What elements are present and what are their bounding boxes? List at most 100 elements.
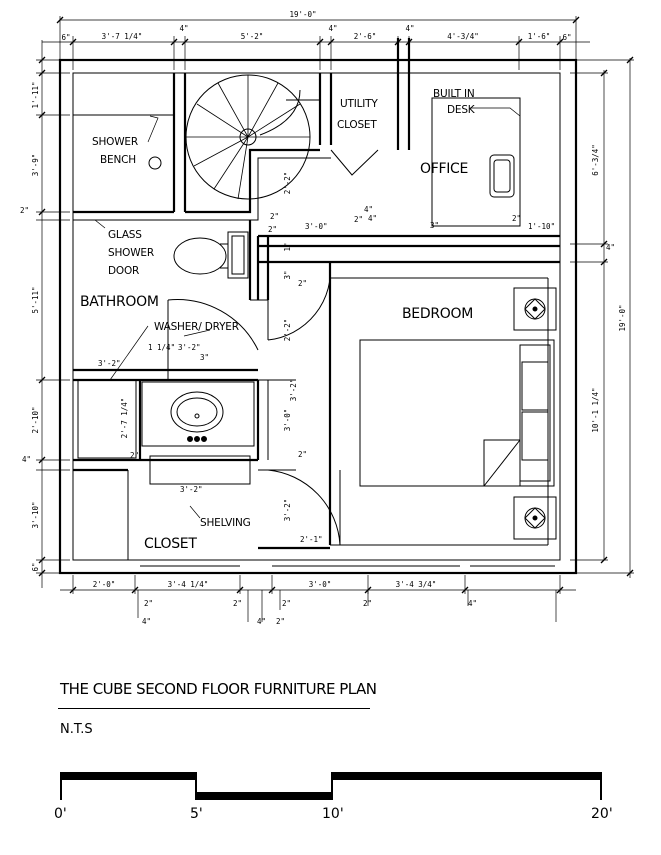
nightstand-top: [513, 287, 557, 331]
washer-dryer: [77, 379, 137, 459]
dim-bsmall-5: 2": [282, 599, 291, 608]
floor-plan-drawing: 19'-0" 6" 3'-7 1/4" 4" 5'-2" 4" 2'-6" 4"…: [20, 10, 634, 626]
dim-int-18: 2'-1": [300, 535, 323, 544]
scale-label-20: 20': [591, 806, 613, 822]
dim-right-2: 10'-1 1/4": [591, 387, 600, 432]
overall-height-dim: 19'-0": [618, 304, 627, 331]
built-in-desk: [431, 97, 521, 227]
scale-label-0: 0': [54, 806, 67, 822]
dim-bsmall-6: 2": [363, 599, 372, 608]
dim-int-14: 3": [200, 353, 209, 362]
dim-right-1: 4": [606, 243, 615, 252]
dim-bottom-0: 2'-0": [93, 580, 116, 589]
spiral-staircase: [185, 74, 320, 200]
dim-int-3: 4": [364, 205, 373, 214]
dim-int-20: 3'-2": [98, 359, 121, 368]
dim-top-7: 4'-3/4": [447, 32, 479, 41]
dim-bottom-3: 3'-4 3/4": [396, 580, 437, 589]
drawing-title: THE CUBE SECOND FLOOR FURNITURE PLAN: [60, 680, 377, 698]
dim-left-1: 3'-9": [31, 154, 40, 177]
dim-int-0: 2": [270, 212, 279, 221]
scale-bar: [60, 772, 602, 800]
glass-door-label-1: GLASS: [108, 229, 142, 241]
shower-drain-icon: [148, 156, 162, 170]
dim-left-3: 5'-11": [31, 286, 40, 313]
dim-top-0: 6": [61, 33, 70, 42]
dimension-labels: 19'-0" 6" 3'-7 1/4" 4" 5'-2" 4" 2'-6" 4"…: [20, 10, 627, 626]
dim-top-6: 4": [405, 24, 414, 33]
scale-bar-segment-1: [60, 772, 196, 780]
interior-dimension-labels: 2" 2'-2" 2" 4" 3'-0" 4" 2" 3" 1'-10" 2" …: [98, 172, 555, 544]
glass-door-label-3: DOOR: [108, 265, 139, 277]
dim-left-6: 3'-10": [31, 501, 40, 528]
dim-int-19: 2": [298, 450, 307, 459]
scale-bar-segment-2: [196, 792, 332, 800]
nightstand-bottom: [513, 496, 557, 540]
utility-closet-label-2: CLOSET: [337, 119, 377, 131]
dim-int-21: 1 1/4": [148, 343, 175, 352]
dim-int-9: 2": [512, 214, 521, 223]
dim-int-5: 4": [368, 214, 377, 223]
dim-left-2: 2": [20, 206, 29, 215]
dim-int-25: 2": [130, 451, 139, 460]
shower-bench-label-2: BENCH: [100, 154, 136, 166]
bathroom-door: [167, 299, 259, 380]
dimension-lines: [36, 16, 634, 622]
dim-int-13: 2'-2": [283, 319, 292, 342]
dim-top-3: 5'-2": [241, 32, 264, 41]
shower-bench-label-1: SHOWER: [92, 136, 138, 148]
desk-label-1: BUILT IN: [433, 88, 475, 100]
dim-int-12: 2": [298, 279, 307, 288]
desk-label-2: DESK: [447, 104, 476, 116]
overall-width-dim: 19'-0": [289, 10, 316, 19]
dim-int-1: 2'-2": [283, 172, 292, 195]
dim-int-15: 3'-2": [178, 343, 201, 352]
dim-int-11: 3": [283, 270, 292, 279]
utility-door: [330, 149, 379, 176]
closet-label: CLOSET: [144, 536, 197, 552]
shelving-label: SHELVING: [200, 517, 251, 529]
office-label: OFFICE: [420, 161, 468, 177]
dim-int-8: 1'-10": [528, 222, 555, 231]
dim-bottom-2: 3'-0": [309, 580, 332, 589]
scale-note: N.T.S: [60, 722, 93, 737]
dim-int-24: 3'-2": [289, 379, 298, 402]
bedroom-label: BEDROOM: [402, 306, 473, 322]
shower-bench: [72, 72, 175, 170]
dim-int-17: 3'-2": [283, 499, 292, 522]
dim-int-4: 3'-0": [305, 222, 328, 231]
dim-int-23: 3'-2": [180, 485, 203, 494]
title-underline: [58, 708, 370, 709]
scale-bar-segment-3: [332, 772, 602, 780]
closet-door: [267, 469, 341, 546]
dim-top-9: 6": [562, 33, 571, 42]
toilet: [173, 231, 249, 279]
washer-dryer-label: WASHER/ DRYER: [154, 321, 239, 333]
dim-int-16: 3'-0": [283, 409, 292, 432]
walls: [58, 38, 578, 575]
room-labels: UTILITY CLOSET BUILT IN DESK OFFICE SHOW…: [80, 88, 476, 552]
dim-left-0: 1'-11": [31, 81, 40, 108]
dim-top-2: 4": [179, 24, 188, 33]
dim-right-0: 6'-3/4": [591, 144, 600, 176]
glass-door-label-2: SHOWER: [108, 247, 154, 259]
dim-bsmall-7: 4": [468, 599, 477, 608]
vanity-sink: [141, 381, 255, 447]
label-leaders: [94, 219, 211, 519]
dim-left-7: 6": [31, 562, 40, 571]
dim-bsmall-0: 2": [144, 599, 153, 608]
bathroom-label: BATHROOM: [80, 294, 159, 310]
dim-bsmall-1: 4": [142, 617, 151, 626]
dim-left-4: 2'-10": [31, 406, 40, 433]
dim-bsmall-4: 2": [276, 617, 285, 626]
dim-bottom-1: 3'-4 1/4": [168, 580, 209, 589]
bed: [359, 339, 555, 487]
scale-label-5: 5': [190, 806, 203, 822]
bedroom-door: [267, 261, 331, 341]
dim-int-22: 2'-7 1/4": [120, 398, 129, 439]
utility-closet-label-1: UTILITY: [340, 98, 378, 110]
dim-top-5: 2'-6": [354, 32, 377, 41]
dim-top-4: 4": [328, 24, 337, 33]
scale-label-10: 10': [322, 806, 344, 822]
dim-int-6: 2": [354, 215, 363, 224]
